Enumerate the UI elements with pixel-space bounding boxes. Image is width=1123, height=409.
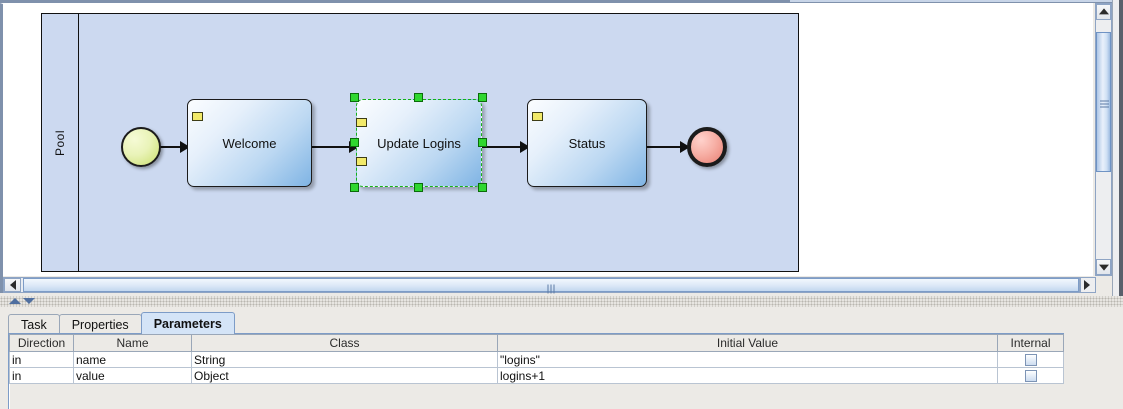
tab-parameters[interactable]: Parameters <box>140 312 235 334</box>
pool-label: Pool <box>53 129 67 156</box>
grip-icon <box>1100 99 1109 108</box>
task-status-label: Status <box>568 135 606 151</box>
cell-name[interactable]: value <box>73 367 192 384</box>
end-event[interactable] <box>687 127 727 167</box>
table-empty-area <box>9 383 1064 409</box>
grip-icon <box>547 281 556 294</box>
diagram-canvas-container[interactable]: Pool Welcome Upd <box>0 3 1093 276</box>
vertical-scroll-thumb[interactable] <box>1096 32 1111 172</box>
horizontal-scroll-thumb[interactable] <box>23 278 1079 294</box>
tab-task[interactable]: Task <box>8 314 60 334</box>
cell-direction[interactable]: in <box>9 351 74 368</box>
start-event[interactable] <box>121 127 161 167</box>
column-header-class[interactable]: Class <box>191 334 498 352</box>
column-header-internal[interactable]: Internal <box>997 334 1064 352</box>
scroll-down-button[interactable] <box>1096 259 1111 275</box>
cell-initial-value[interactable]: logins+1 <box>497 367 998 384</box>
task-marker-icon <box>532 112 543 121</box>
pool-container[interactable]: Pool Welcome Upd <box>41 13 799 272</box>
scroll-up-button[interactable] <box>1096 4 1111 20</box>
task-welcome-label: Welcome <box>222 135 277 151</box>
scroll-right-button[interactable] <box>1080 277 1096 293</box>
sequence-flow-update-status[interactable] <box>482 141 530 153</box>
triangle-up-icon <box>8 298 21 304</box>
internal-checkbox[interactable] <box>1024 354 1037 367</box>
cell-direction[interactable]: in <box>9 367 74 384</box>
splitter-collapse-up-button[interactable] <box>8 297 21 306</box>
chevron-right-icon <box>1084 280 1091 290</box>
diagram-canvas[interactable]: Pool Welcome Upd <box>3 4 1093 276</box>
tab-task-label: Task <box>21 317 47 332</box>
tab-properties[interactable]: Properties <box>58 314 142 334</box>
internal-checkbox[interactable] <box>1024 370 1037 383</box>
table-header-row: Direction Name Class Initial Value Inter… <box>9 334 1064 352</box>
sequence-flow-status-end[interactable] <box>647 141 690 153</box>
triangle-down-icon <box>22 298 35 304</box>
diagram-editor: Pool Welcome Upd <box>0 0 1123 296</box>
scroll-left-button[interactable] <box>4 278 21 292</box>
cell-internal[interactable] <box>997 367 1064 384</box>
properties-panel: Task Properties Parameters Direction Nam… <box>0 307 1123 409</box>
task-status[interactable]: Status <box>527 99 647 187</box>
parameters-table-container[interactable]: Direction Name Class Initial Value Inter… <box>8 333 1064 409</box>
panel-splitter[interactable] <box>0 296 1123 307</box>
cell-class[interactable]: Object <box>191 367 498 384</box>
table-row[interactable]: in value Object logins+1 <box>9 367 1064 384</box>
cell-class[interactable]: String <box>191 351 498 368</box>
cell-name[interactable]: name <box>73 351 192 368</box>
chevron-left-icon <box>9 280 16 290</box>
splitter-collapse-down-button[interactable] <box>22 297 35 306</box>
cell-internal[interactable] <box>997 351 1064 368</box>
chevron-up-icon <box>1098 8 1109 15</box>
table-row[interactable]: in name String "logins" <box>9 351 1064 368</box>
parameters-table: Direction Name Class Initial Value Inter… <box>9 334 1064 409</box>
column-header-name[interactable]: Name <box>73 334 192 352</box>
cell-initial-value[interactable]: "logins" <box>497 351 998 368</box>
window-right-rail <box>1112 0 1123 296</box>
task-update-logins-label: Update Logins <box>377 135 461 151</box>
canvas-horizontal-scrollbar[interactable] <box>3 277 1080 294</box>
editor-top-border <box>0 0 1123 3</box>
pool-label-strip: Pool <box>42 14 79 271</box>
sequence-flow-welcome-update[interactable] <box>312 141 359 153</box>
canvas-vertical-scrollbar[interactable] <box>1095 3 1112 276</box>
panel-tabs: Task Properties Parameters <box>8 312 235 334</box>
sequence-flow-start-welcome[interactable] <box>160 141 190 153</box>
chevron-down-icon <box>1098 264 1109 271</box>
task-marker-icon <box>192 112 203 121</box>
tab-parameters-label: Parameters <box>153 316 222 331</box>
task-update-logins[interactable]: Update Logins <box>356 99 482 187</box>
task-welcome[interactable]: Welcome <box>187 99 312 187</box>
column-header-direction[interactable]: Direction <box>9 334 74 352</box>
tab-properties-label: Properties <box>71 317 129 332</box>
column-header-initial-value[interactable]: Initial Value <box>497 334 998 352</box>
